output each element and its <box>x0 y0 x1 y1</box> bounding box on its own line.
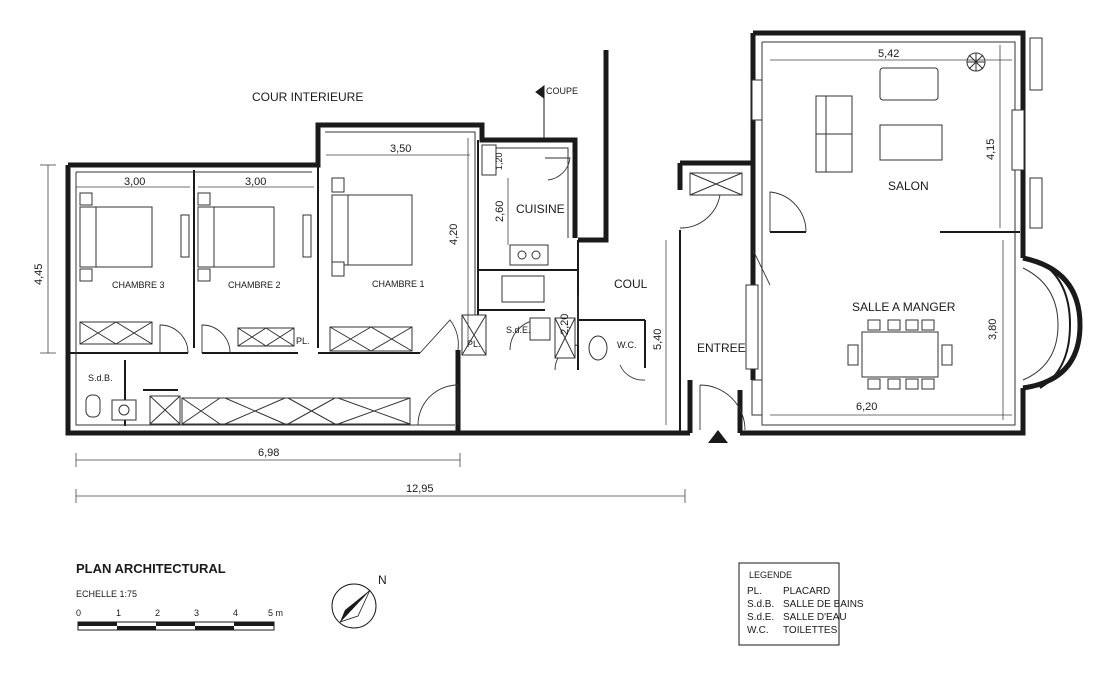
legend-box: LEGENDE PL. PLACARD S.d.B. SALLE DE BAIN… <box>738 562 864 646</box>
scale-ticks: 0 1 2 3 4 5 m <box>76 608 283 618</box>
dim-dining-width: 6,20 <box>856 401 877 413</box>
sdb-label: S.d.B. <box>88 373 113 383</box>
dim-dining-depth: 3,80 <box>987 319 999 340</box>
legend-meaning-4: TOILETTES <box>783 625 838 636</box>
dim-total-width: 12,95 <box>406 483 434 495</box>
closet-label: PL. <box>296 336 310 346</box>
scale-tick-5: 5 m <box>268 608 283 618</box>
scale-tick-4: 4 <box>233 608 238 618</box>
furniture <box>79 37 1043 425</box>
dim-b2-width: 3,00 <box>245 176 266 188</box>
bedroom2-label: CHAMBRE 2 <box>228 280 281 290</box>
scale-tick-2: 2 <box>155 608 160 618</box>
dim-coul-length: 5,40 <box>652 329 664 350</box>
dim-wing-width: 6,98 <box>258 447 279 459</box>
plan-title: PLAN ARCHITECTURAL <box>76 561 226 576</box>
exterior-walls <box>65 30 1083 436</box>
court-label: COUR INTERIEURE <box>252 90 363 104</box>
kitchen-label: CUISINE <box>516 202 565 216</box>
dimension-lines <box>40 45 1012 503</box>
scale-bar <box>77 621 275 631</box>
north-label: N <box>378 573 387 587</box>
legend-meaning-2: SALLE DE BAINS <box>783 599 864 610</box>
dim-left-height: 4,45 <box>33 264 45 285</box>
legend-code-4: W.C. <box>747 625 769 636</box>
scale-tick-0: 0 <box>76 608 81 618</box>
sde-label: S.d.E. <box>506 325 531 335</box>
bedroom1-label: CHAMBRE 1 <box>372 279 425 289</box>
north-arrow-icon <box>331 583 377 629</box>
legend-meaning-3: SALLE D'EAU <box>783 612 847 623</box>
scale-tick-3: 3 <box>194 608 199 618</box>
dim-pl-top: 1,20 <box>494 152 504 170</box>
dim-salon-width: 5,42 <box>878 48 899 60</box>
dim-sde-width: 2,20 <box>559 314 571 335</box>
dim-salon-depth: 4,15 <box>985 139 997 160</box>
doors <box>159 157 807 431</box>
scale-tick-1: 1 <box>116 608 121 618</box>
coupe-label: COUPE <box>546 86 578 96</box>
entry-marker-icon <box>708 430 728 443</box>
wc-label: W.C. <box>617 340 637 350</box>
legend-code-3: S.d.E. <box>747 612 774 623</box>
corridor-label: COUL <box>614 277 648 291</box>
entry-label: ENTREE <box>697 341 746 355</box>
closet-label-2: PL. <box>467 339 481 349</box>
dim-b1-depth: 4,20 <box>448 224 460 245</box>
legend-code-1: PL. <box>747 586 762 597</box>
coupe-arrow-icon <box>535 85 545 142</box>
dim-b1-width: 3,50 <box>390 143 411 155</box>
dining-label: SALLE A MANGER <box>852 300 956 314</box>
legend-meaning-1: PLACARD <box>783 586 830 597</box>
living-label: SALON <box>888 179 929 193</box>
scale-label: ECHELLE 1:75 <box>76 589 137 599</box>
bedroom3-label: CHAMBRE 3 <box>112 280 165 290</box>
dim-kitchen-width: 2,60 <box>494 201 506 222</box>
legend-title: LEGENDE <box>749 570 792 580</box>
dim-b3-width: 3,00 <box>124 176 145 188</box>
legend-code-2: S.d.B. <box>747 599 774 610</box>
